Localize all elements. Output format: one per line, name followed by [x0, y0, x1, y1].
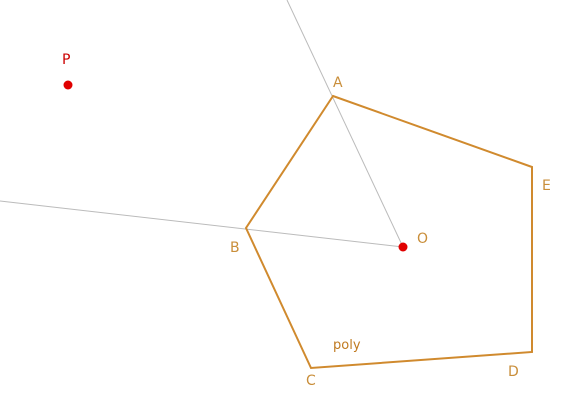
ray-o-through-b[interactable]	[0, 200, 404, 248]
label-a: A	[333, 75, 343, 91]
ray-o-through-a[interactable]	[286, 0, 404, 248]
label-d: D	[508, 364, 519, 380]
label-b: B	[230, 240, 240, 256]
label-c: C	[306, 373, 316, 389]
polygon-poly[interactable]	[244, 94, 533, 370]
point-p[interactable]	[63, 80, 73, 90]
label-e: E	[542, 178, 551, 194]
label-p: P	[62, 52, 70, 68]
point-o[interactable]	[398, 242, 408, 252]
label-poly: poly	[333, 338, 361, 353]
label-o: O	[417, 231, 428, 247]
